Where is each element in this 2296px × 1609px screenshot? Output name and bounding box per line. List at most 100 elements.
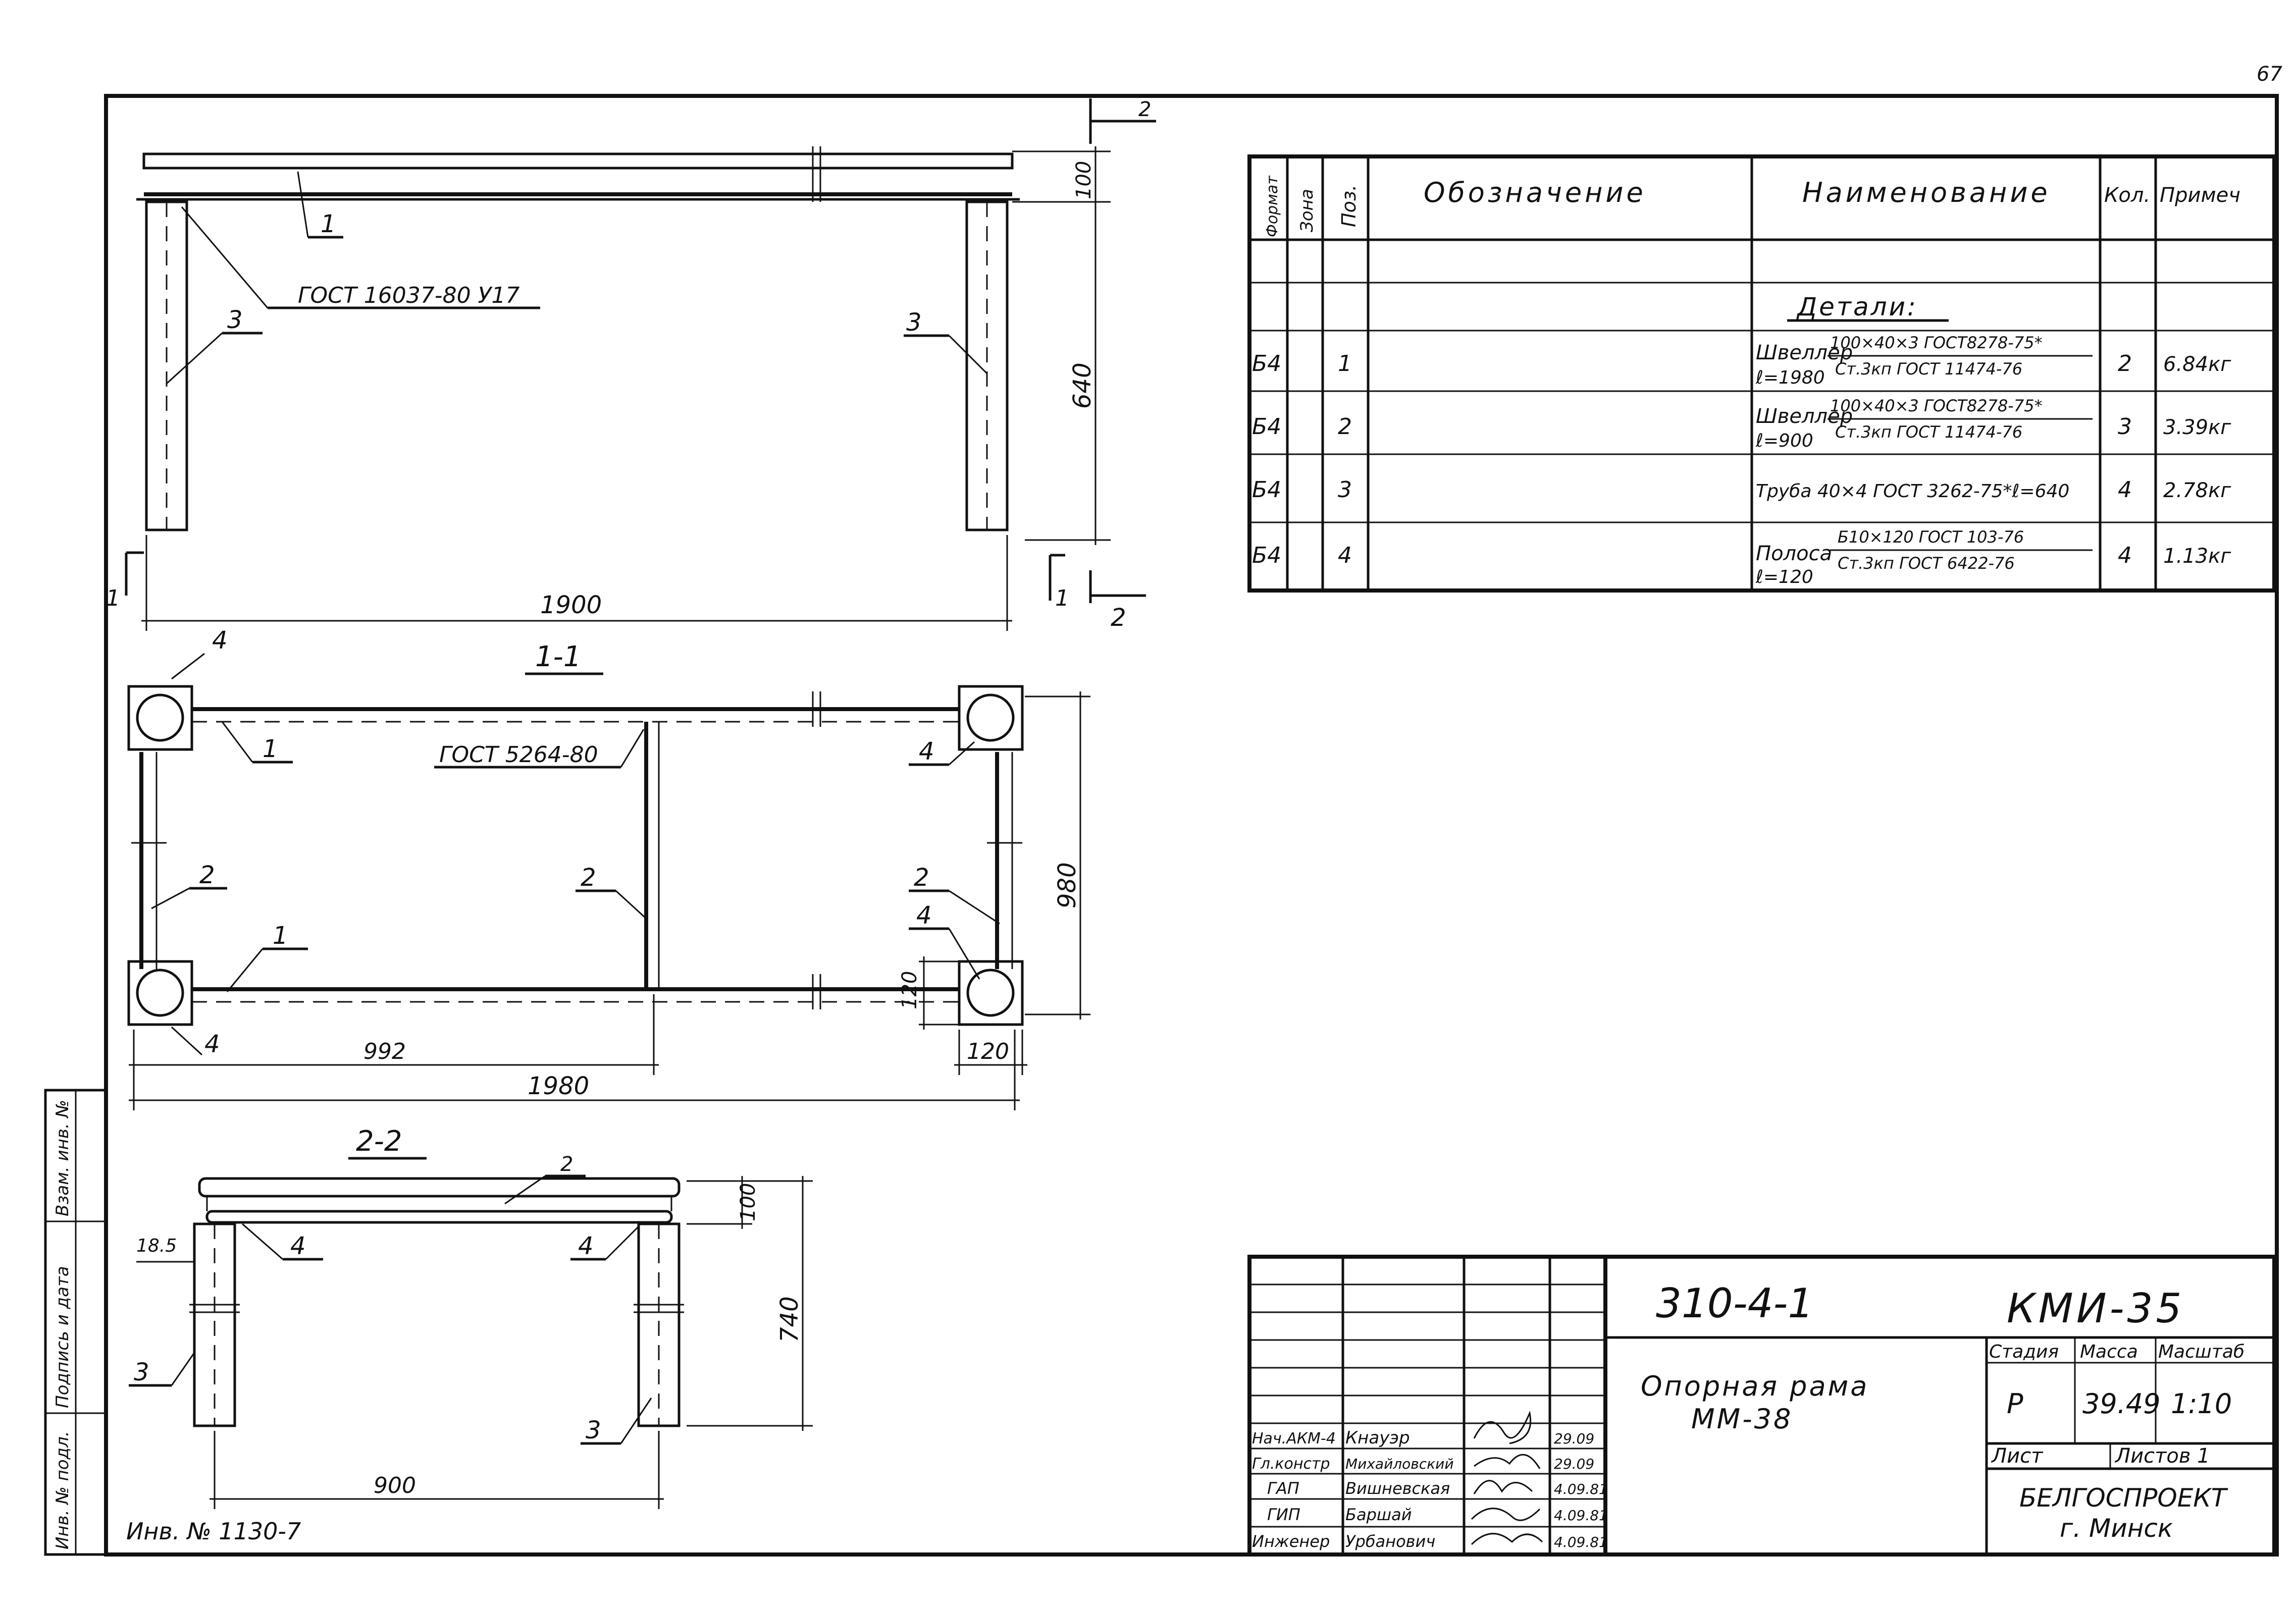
header-pos: Поз.: [1338, 185, 1360, 227]
header-note: Примеч: [2160, 184, 2240, 207]
row1-format: Б4: [1252, 351, 1281, 377]
title-block: 310-4-1 КМИ-35 Опорная рама ММ-38 Стадия…: [1247, 1255, 2276, 1557]
row3-qty: 4: [2118, 477, 2132, 503]
staff-role-1: Нач.АКМ-4: [1252, 1430, 1336, 1447]
pos-label-4-plan-tr: 4: [919, 737, 934, 766]
dim-740: 740: [775, 1296, 804, 1343]
scale-label: Масштаб: [2158, 1342, 2245, 1362]
row4-qty: 4: [2118, 543, 2132, 568]
pos-label-4-section2-left: 4: [290, 1232, 306, 1260]
cut-marker-2-bottom: 2: [1111, 604, 1126, 632]
pos-label-4-plan-br: 4: [916, 901, 932, 930]
pos-label-2-plan-right: 2: [914, 864, 929, 892]
staff-name-5: Урбанович: [1345, 1532, 1435, 1551]
row1-name-bottom: Ст.3кп ГОСТ 11474-76: [1835, 359, 2022, 379]
page-number: 67: [2257, 63, 2282, 86]
mass-value: 39.49: [2082, 1388, 2161, 1420]
side-stamp: Инв. № подл. Подпись и дата Взам. инв. №: [44, 1089, 108, 1556]
row1-pos: 1: [1338, 351, 1352, 377]
staff-name-1: Кнауэр: [1345, 1428, 1410, 1448]
dim-18-5: 18.5: [136, 1236, 177, 1256]
cut-marker-1-left: 1: [106, 585, 120, 611]
stamp-vzam-inv: Взам. инв. №: [53, 1100, 73, 1216]
pos-label-2-plan-left: 2: [199, 861, 215, 889]
pos-label-3-section2-left: 3: [134, 1358, 149, 1386]
pos-label-1-plan-bottom: 1: [273, 922, 288, 950]
header-designation: Обозначение: [1424, 177, 1646, 208]
sheet-label: Лист: [1991, 1444, 2044, 1468]
row2-name-left: Швеллер: [1756, 405, 1853, 428]
row4-pos: 4: [1338, 543, 1352, 568]
header-name: Наименование: [1802, 177, 2051, 208]
row4-name-left: Полоса: [1756, 542, 1832, 565]
row3-pos: 3: [1338, 477, 1352, 503]
staff-date-3: 4.09.81: [1554, 1481, 1608, 1497]
drawing-title-line1: Опорная рама: [1641, 1370, 1869, 1402]
scale-value: 1:10: [2171, 1388, 2232, 1420]
pos-label-4-plan-tl: 4: [212, 626, 228, 655]
dim-1900: 1900: [540, 591, 602, 619]
row2-qty: 3: [2118, 414, 2132, 440]
dim-120-vertical: 120: [898, 971, 921, 1009]
organization-name: БЕЛГОСПРОЕКТ: [2019, 1483, 2228, 1513]
row4-name-extra: ℓ=120: [1755, 567, 1813, 587]
mass-label: Масса: [2080, 1342, 2138, 1362]
row4-note: 1.13кг: [2163, 545, 2231, 568]
signature-4: [1471, 1508, 1541, 1521]
dim-1980: 1980: [528, 1072, 589, 1100]
sheet-code: КМИ-35: [2007, 1285, 2184, 1332]
dim-100-section2: 100: [737, 1183, 760, 1221]
row1-name-left: Швеллер: [1756, 341, 1853, 364]
signature-3: [1473, 1480, 1533, 1494]
staff-name-3: Вишневская: [1345, 1479, 1450, 1498]
row3-name-left: Труба 40×4 ГОСТ 3262-75*ℓ=640: [1756, 481, 2069, 502]
section-title-2-2: 2-2: [356, 1125, 402, 1158]
dim-120-horizontal: 120: [967, 1039, 1009, 1064]
section-2-2-view: 2-2 2 4 4 3 3 100 740: [129, 1125, 813, 1509]
pos-label-3-section2-right: 3: [586, 1416, 601, 1444]
stamp-inv-podl: Инв. № подл.: [53, 1431, 73, 1549]
row2-name-extra: ℓ=900: [1755, 431, 1813, 451]
stage-value: Р: [2007, 1388, 2023, 1420]
section-title-1-1: 1-1: [535, 640, 581, 673]
pos-label-3-elev-right: 3: [906, 308, 922, 337]
row2-note: 3.39кг: [2163, 416, 2231, 439]
specification-table: Формат Зона Поз. Обозначение Наименовани…: [1247, 154, 2276, 593]
pos-label-2-plan-mid: 2: [581, 864, 596, 892]
cut-marker-1-right: 1: [1055, 585, 1069, 611]
row1-qty: 2: [2118, 351, 2132, 377]
staff-date-5: 4.09.81: [1554, 1534, 1608, 1550]
elevation-view: ГОСТ 16037-80 У17 1 3 3 100 640 1900 1 1…: [106, 98, 1156, 632]
staff-date-4: 4.09.81: [1554, 1507, 1608, 1524]
staff-role-3: ГАП: [1267, 1479, 1299, 1498]
drawing-title-line2: ММ-38: [1691, 1403, 1793, 1435]
header-qty: Кол.: [2104, 184, 2150, 207]
row3-note: 2.78кг: [2163, 479, 2231, 502]
row4-name-bottom: Ст.3кп ГОСТ 6422-76: [1838, 554, 2015, 573]
header-format: Формат: [1264, 175, 1281, 237]
signature-5: [1471, 1533, 1543, 1545]
row2-name-bottom: Ст.3кп ГОСТ 11474-76: [1835, 422, 2022, 442]
pos-label-1-elev: 1: [321, 210, 336, 238]
row2-format: Б4: [1252, 414, 1281, 440]
row3-format: Б4: [1252, 477, 1281, 503]
pos-label-4-plan-bl: 4: [204, 1030, 220, 1058]
staff-role-2: Гл.констр: [1252, 1455, 1330, 1473]
section-label-details: Детали:: [1796, 292, 1918, 321]
staff-date-1: 29.09: [1554, 1430, 1594, 1447]
pos-label-4-section2-right: 4: [578, 1232, 594, 1260]
dim-900: 900: [374, 1473, 416, 1498]
pos-label-2-section2: 2: [560, 1153, 573, 1176]
callout-gost-weld: ГОСТ 16037-80 У17: [298, 283, 519, 308]
row1-name-top: 100×40×3 ГОСТ8278-75*: [1830, 333, 2043, 352]
staff-name-4: Баршай: [1345, 1505, 1412, 1524]
dim-640: 640: [1068, 362, 1097, 409]
series-number: 310-4-1: [1656, 1280, 1813, 1327]
dim-992: 992: [363, 1039, 406, 1064]
pos-label-1-plan-top: 1: [263, 735, 278, 763]
dim-980: 980: [1053, 862, 1081, 908]
pos-label-3-elev-left: 3: [227, 306, 243, 334]
staff-role-5: Инженер: [1252, 1532, 1330, 1551]
row2-name-top: 100×40×3 ГОСТ8278-75*: [1830, 396, 2043, 415]
